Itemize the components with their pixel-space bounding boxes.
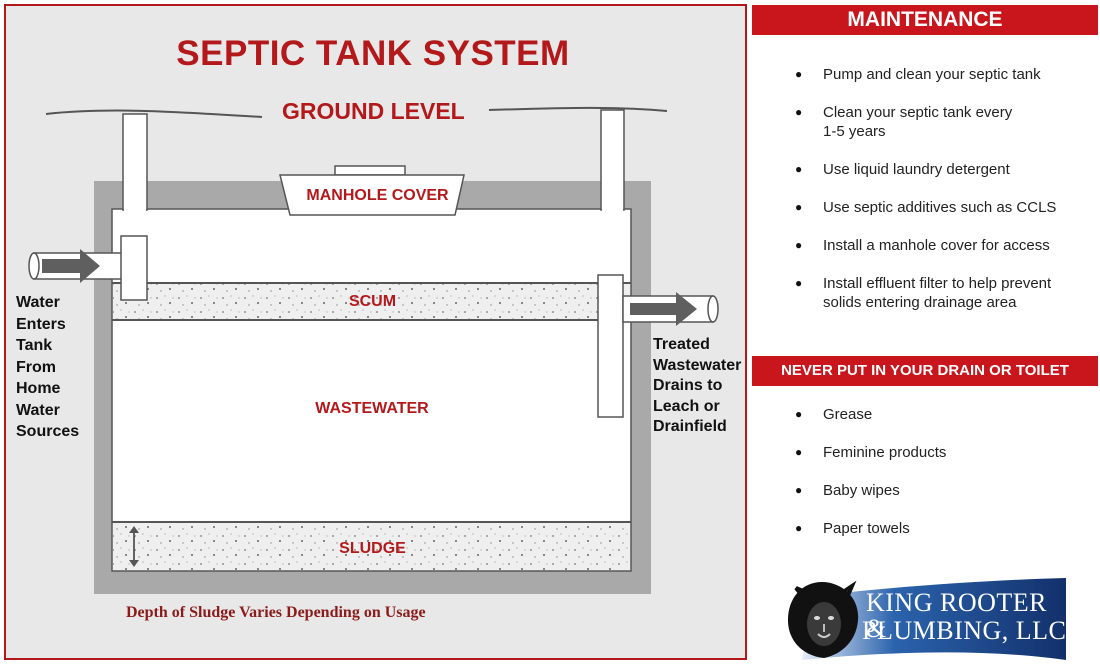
never-item: Feminine products [795,443,946,462]
manhole-cover [279,174,465,216]
manhole-handle [334,165,406,176]
sludge-depth-caption: Depth of Sludge Varies Depending on Usag… [126,604,426,621]
ground-level-label: GROUND LEVEL [282,98,465,124]
never-item: Paper towels [795,519,946,538]
lion-icon [788,580,859,658]
outlet-riser [600,109,625,211]
never-item: Grease [795,405,946,424]
sludge-depth-arrow-icon [129,526,139,567]
outlet-tee [597,274,624,418]
maintenance-item: Pump and clean your septic tank [795,65,1056,84]
maintenance-header: MAINTENANCE [752,5,1098,35]
maintenance-item: Install a manhole cover for access [795,236,1056,255]
logo-line-2: PLUMBING, LLC [862,616,1067,645]
inlet-riser [122,113,148,211]
inlet-flow-arrow [42,249,100,283]
never-put-list: Grease Feminine products Baby wipes Pape… [795,405,946,538]
maintenance-list: Pump and clean your septic tank Clean yo… [795,65,1056,312]
manhole-cover-label: MANHOLE COVER [306,187,449,204]
never-put-header: NEVER PUT IN YOUR DRAIN OR TOILET [752,356,1098,386]
sludge-layer [113,523,630,570]
inlet-description: Water Enters Tank From Home Water Source… [16,294,80,440]
septic-tank-diagram [28,106,719,594]
outlet-flow-arrow [630,292,697,326]
maintenance-item: Install effluent filter to help prevents… [795,274,1056,312]
tank-inner [111,208,632,572]
sludge-label: SLUDGE [339,540,406,557]
ground-line-left [45,109,263,118]
company-logo: KING ROOTER & PLUMBING, LLC [782,578,1067,660]
maintenance-item: Use septic additives such as CCLS [795,198,1056,217]
inlet-tee [120,235,148,301]
scum-layer [113,283,630,320]
wastewater-label: WASTEWATER [315,400,429,417]
diagram-title: SEPTIC TANK SYSTEM [176,34,570,73]
never-item: Baby wipes [795,481,946,500]
ground-line-right [488,106,668,112]
logo-line-1: KING ROOTER & [866,588,1047,643]
scum-label: SCUM [348,293,397,310]
maintenance-item: Use liquid laundry detergent [795,160,1056,179]
outlet-description: Treated Wastewater Drains to Leach or Dr… [653,336,742,435]
